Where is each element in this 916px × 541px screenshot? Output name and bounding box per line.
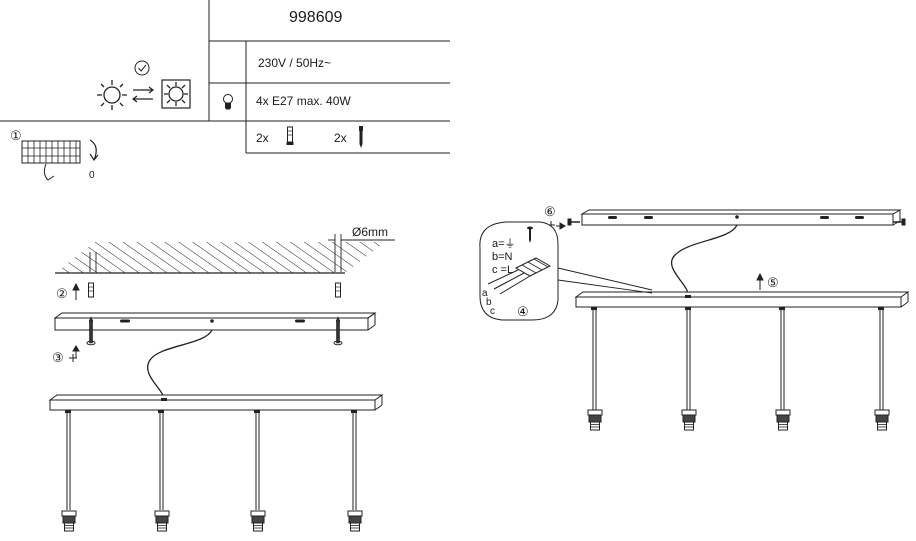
lamp-socket [587,409,603,431]
terminal-block [21,139,99,181]
arrow-up-icon [72,282,80,300]
lamp-socket [874,409,890,431]
lamp-socket [154,510,170,532]
lamp-socket [61,510,77,532]
power-cable [147,329,213,401]
mounting-plate [53,312,377,331]
screw-icon [527,226,533,243]
arrow-up-icon [756,272,764,290]
wall-plug-icon [286,126,294,145]
side-screw [567,218,906,226]
wiring-label-earth: a=⏚ [492,237,516,250]
daylight-icon [161,79,191,109]
canopy-bar [574,291,910,310]
drill-diameter: Ø6mm [352,225,388,239]
wiring-detail [479,221,653,321]
step-1-zero: 0 [89,170,95,181]
ceiling-surface [55,242,385,274]
screw-count: 2x [334,131,347,145]
article-number: 998609 [289,9,343,26]
wiring-label-live: c =L [492,264,513,276]
lamp-socket [347,510,363,532]
voltage-spec: 230V / 50Hz~ [258,56,332,70]
wall-plug [88,282,94,298]
wiring-label-neutral: b=N [492,251,513,263]
wall-plug [335,282,341,298]
drill-hole-indicator [89,234,395,272]
step-4-number: ④ [517,304,529,319]
wire-letter-a: a [482,288,488,299]
wire-letter-c: c [490,306,495,317]
lamp-socket [250,510,266,532]
mounting-plate [580,209,902,226]
bulb-spec: 4x E27 max. 40W [256,94,351,108]
step-6-number: ⑥ [544,204,556,219]
step-2-number: ② [56,286,68,301]
screw-icon [359,126,363,148]
pendant-cords [592,310,884,410]
wire-letter-b: b [486,297,492,308]
lamp-socket [681,409,697,431]
canopy-bar [48,394,384,413]
daylight-icon [97,80,127,110]
spec-table [0,0,450,154]
step-5-number: ⑤ [767,275,779,290]
plug-count: 2x [256,131,269,145]
bulb-icon [223,94,233,110]
swap-arrows-icon [132,86,154,103]
step-3-number: ③ [52,350,64,365]
power-cable [671,224,738,297]
step-1-number: ① [10,128,22,143]
checkmark-icon [134,60,150,76]
pendant-cords [66,413,357,510]
lamp-socket [775,409,791,431]
screwdriver-icon [69,345,80,362]
